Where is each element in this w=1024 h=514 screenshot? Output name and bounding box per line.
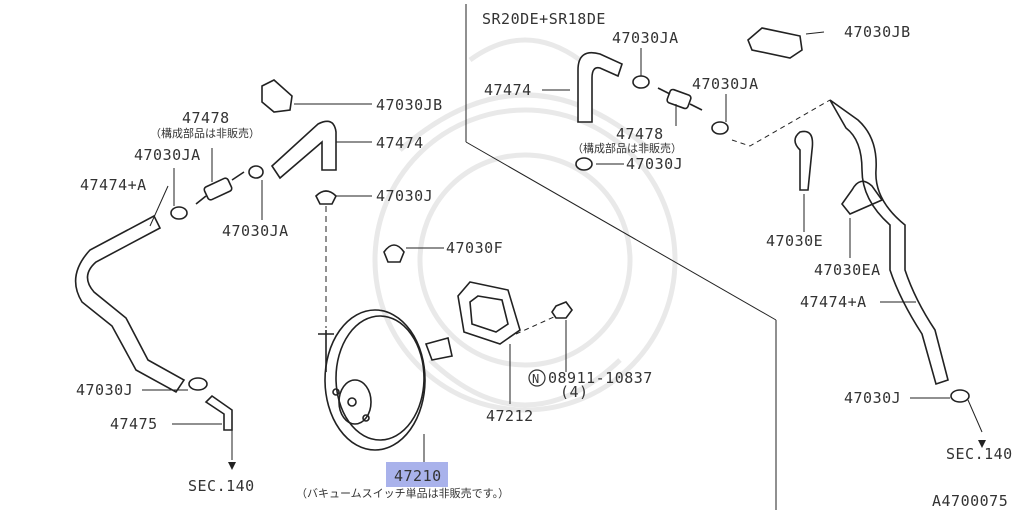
label-47478-left: 47478 [182,109,230,127]
label-47030jb-left: 47030JB [376,96,443,114]
label-47210[interactable]: 47210 [394,467,442,485]
label-sec140-left[interactable]: SEC.140 [188,477,255,495]
label-47478-right: 47478 [616,125,664,143]
watermark-emblem [372,37,678,413]
clamp-47030jb-left[interactable] [261,79,293,113]
hose-47474a-right[interactable] [829,99,949,386]
bracket-47030e[interactable] [794,130,814,191]
nut-08911[interactable] [551,301,573,319]
label-47030ja-lower: 47030JA [222,222,289,240]
label-47475: 47475 [110,415,158,433]
clip-47030j-bottom-right[interactable] [950,389,970,403]
brake-booster-47210[interactable] [318,309,453,451]
note-bottom: （バキュームスイッチ単品は非販売です。） [296,486,509,500]
arrow-right-icon [978,440,986,448]
clamp-47030ja-right-2[interactable] [711,121,729,135]
clamp-47030ja-left[interactable] [170,206,188,220]
clamp-47030jb-right[interactable] [747,27,803,59]
label-47474-top: 47474 [484,81,532,99]
highlight-47210 [386,462,448,487]
clamp-47030ja-right-1[interactable] [632,75,650,89]
arrow-down-icon [228,462,236,470]
clip-47030j-right[interactable] [575,157,593,171]
label-47030ja-top: 47030JA [612,29,679,47]
diagram-code: A4700075 [932,492,1008,510]
label-47030jb-top: 47030JB [844,23,911,41]
label-47030f: 47030F [446,239,503,257]
label-47030j-left: 47030J [76,381,133,399]
label-47474a-right: 47474+A [800,293,867,311]
pipe-47475[interactable] [204,394,233,431]
nut-symbol: N [532,372,539,386]
hose-47474-right[interactable] [577,51,623,123]
leader-lines [142,31,950,462]
clip-47030j-left[interactable] [188,377,208,391]
clamp-47030ja-left-2[interactable] [248,165,264,179]
valve-47478-right[interactable] [657,87,703,111]
label-47030j-right: 47030J [626,155,683,173]
hose-47474-left[interactable] [270,120,337,180]
label-47030ja-mid: 47030JA [692,75,759,93]
label-47030ja-left: 47030JA [134,146,201,164]
label-47030ea: 47030EA [814,261,881,279]
clip-47030j-center[interactable] [315,190,337,205]
label-47474-left: 47474 [376,134,424,152]
label-47030j-center: 47030J [376,187,433,205]
label-sec140-right[interactable]: SEC.140 [946,445,1013,463]
bracket-47030ea[interactable] [840,180,884,215]
note-left: （構成部品は非販売） [150,126,260,140]
valve-47478-left[interactable] [195,171,245,205]
nut-symbol-icon: N [528,369,546,387]
section-divider [465,4,777,510]
label-47030e: 47030E [766,232,823,250]
note-right: （構成部品は非販売） [572,141,682,155]
label-nut-08911: 08911-10837 [548,369,653,387]
label-nut-qty: (4) [560,383,589,401]
label-47212: 47212 [486,407,534,425]
variant-label: SR20DE+SR18DE [482,10,606,28]
hose-47474a-left[interactable] [74,214,186,394]
grommet-47030f[interactable] [383,244,405,263]
label-47474a-left: 47474+A [80,176,147,194]
gasket-47212[interactable] [457,281,521,345]
label-47030j-bottom-right: 47030J [844,389,901,407]
